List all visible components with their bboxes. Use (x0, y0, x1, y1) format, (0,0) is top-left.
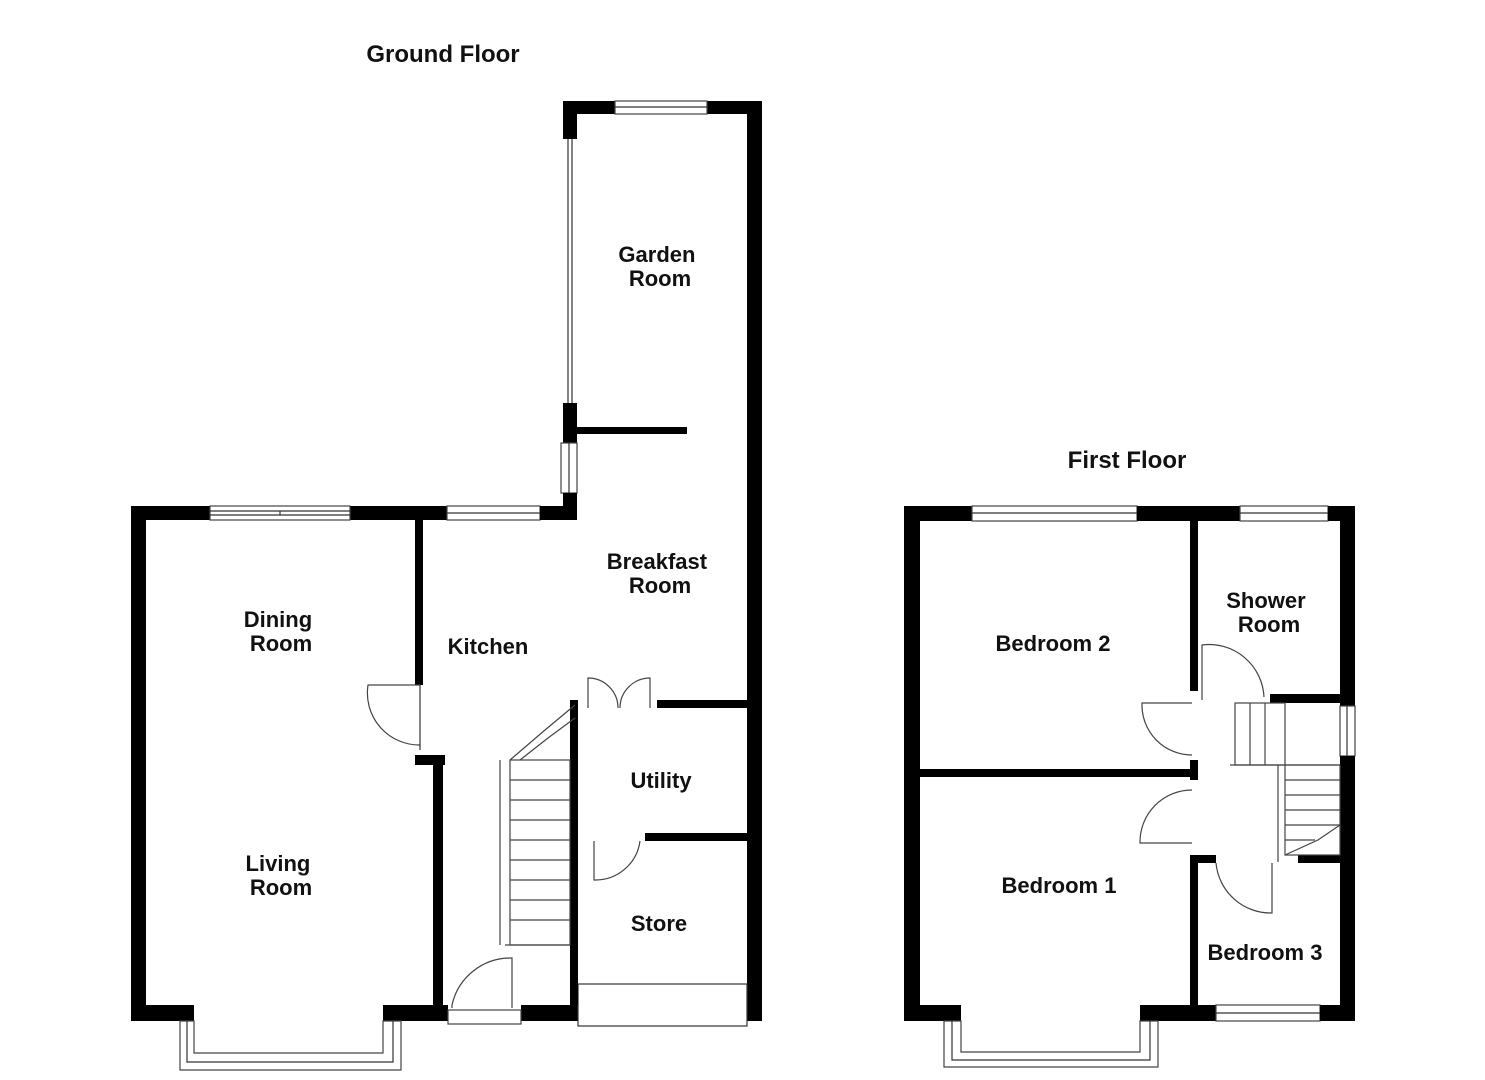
wall (383, 1005, 448, 1021)
wall (415, 520, 423, 685)
front-door-frame (447, 1009, 522, 1025)
wall (747, 101, 762, 1021)
wall (350, 506, 447, 520)
bedroom-2-door (1141, 702, 1193, 756)
room-label-dining-room: Dining Room (244, 607, 319, 656)
room-label-bedroom-1: Bedroom 1 (1002, 873, 1117, 898)
room-label-store: Store (631, 911, 687, 936)
wall (1190, 760, 1198, 780)
partition-wall (577, 427, 687, 434)
ground-floor: Ground Floor (131, 41, 762, 1071)
wall (563, 101, 615, 114)
bedroom-3-door (1215, 862, 1273, 914)
wall (1320, 1005, 1355, 1021)
room-label-breakfast-room: Breakfast Room (607, 549, 713, 598)
room-label-bedroom-3: Bedroom 3 (1208, 940, 1323, 965)
shower-room-door (1201, 643, 1265, 700)
room-label-kitchen: Kitchen (448, 634, 529, 659)
wall (521, 1005, 578, 1021)
room-label-bedroom-2: Bedroom 2 (996, 631, 1111, 656)
wall (1198, 855, 1216, 863)
wall (540, 506, 577, 520)
wall (131, 506, 146, 1021)
wall (1340, 506, 1355, 706)
wall (1190, 855, 1198, 1005)
staircase (499, 704, 576, 946)
room-label-garden-room: Garden Room (618, 242, 701, 291)
staircase (1230, 702, 1341, 862)
wall (1298, 855, 1340, 863)
first-floor-title: First Floor (1068, 447, 1187, 474)
wall (657, 700, 747, 708)
ground-floor-title: Ground Floor (366, 41, 519, 68)
utility-door (587, 677, 619, 709)
wall (131, 1005, 194, 1021)
room-label-shower-room: Shower Room (1226, 588, 1312, 637)
wall (570, 700, 578, 1005)
wall (433, 755, 443, 1005)
wall (1190, 521, 1198, 691)
wall (920, 769, 1198, 777)
store-door (593, 840, 641, 881)
wall (904, 506, 920, 1021)
front-door (451, 957, 513, 1008)
wall (904, 1005, 961, 1021)
bedroom-1-door (1139, 789, 1193, 844)
wall (645, 833, 747, 841)
wall (131, 506, 210, 520)
wall (1137, 506, 1240, 521)
wall (1270, 694, 1340, 703)
room-label-living-room: Living Room (246, 851, 317, 900)
wall (563, 403, 577, 443)
utility-door (619, 677, 651, 709)
wall (1340, 756, 1355, 1021)
wall (904, 506, 972, 521)
room-label-utility: Utility (630, 768, 692, 793)
door (366, 684, 421, 746)
first-floor: First Floor (904, 447, 1356, 1068)
wall (1140, 1005, 1216, 1021)
wall (415, 755, 445, 765)
